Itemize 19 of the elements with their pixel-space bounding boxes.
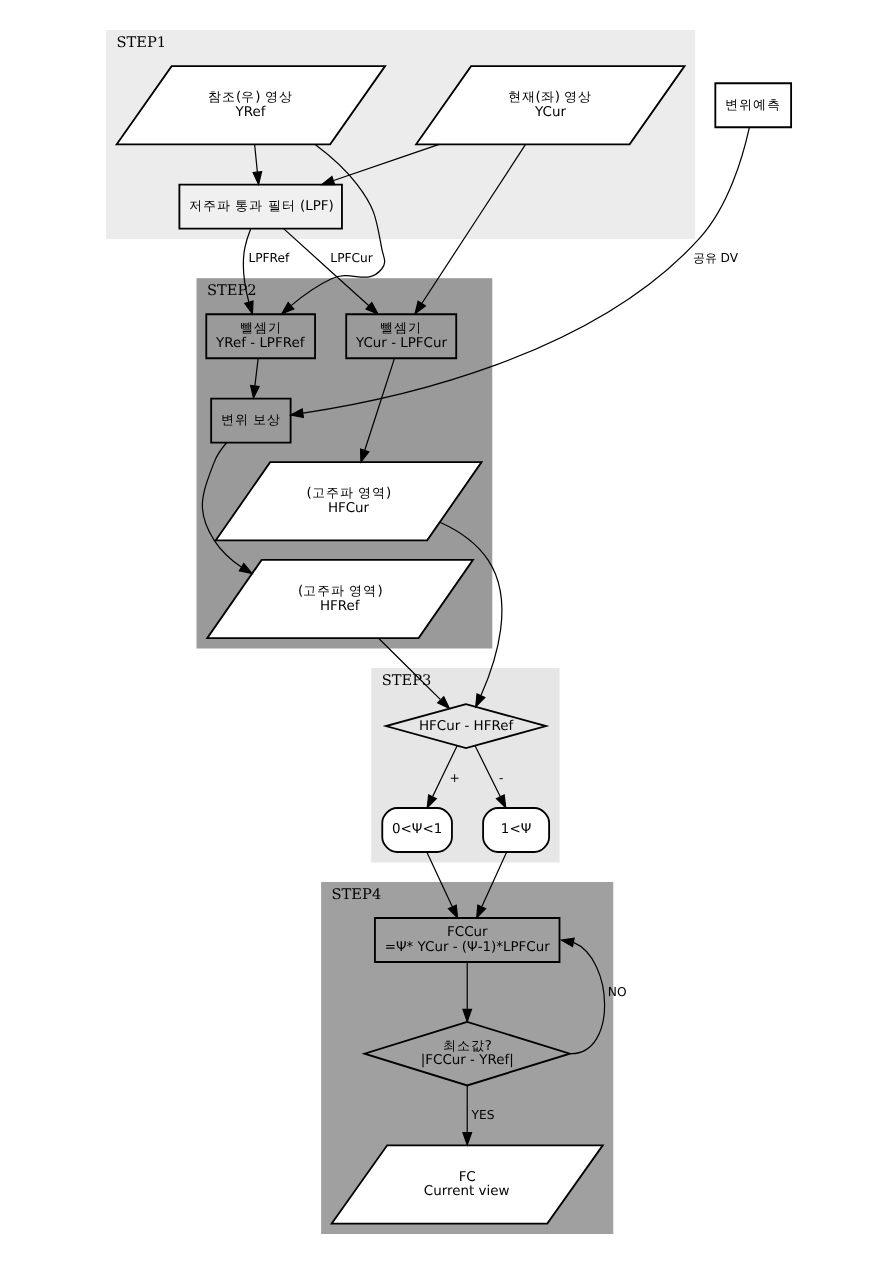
arrow: [280, 144, 386, 315]
arrow: [249, 357, 261, 400]
arrow: [475, 851, 508, 920]
arrow: [474, 745, 507, 810]
arrow: [377, 637, 451, 710]
arrow: [426, 745, 458, 810]
arrow: [319, 143, 440, 186]
arrow: [462, 1085, 473, 1147]
arrow: [242, 228, 254, 316]
arrow: [359, 357, 396, 464]
arrow: [439, 521, 503, 709]
arrow: [414, 144, 526, 316]
arrow: [426, 851, 459, 920]
arrow: [462, 961, 473, 1024]
arrow: [252, 143, 263, 187]
arrow: [288, 127, 750, 419]
arrow: [559, 937, 606, 1055]
arrow: [283, 228, 380, 316]
arrow: [201, 442, 254, 575]
